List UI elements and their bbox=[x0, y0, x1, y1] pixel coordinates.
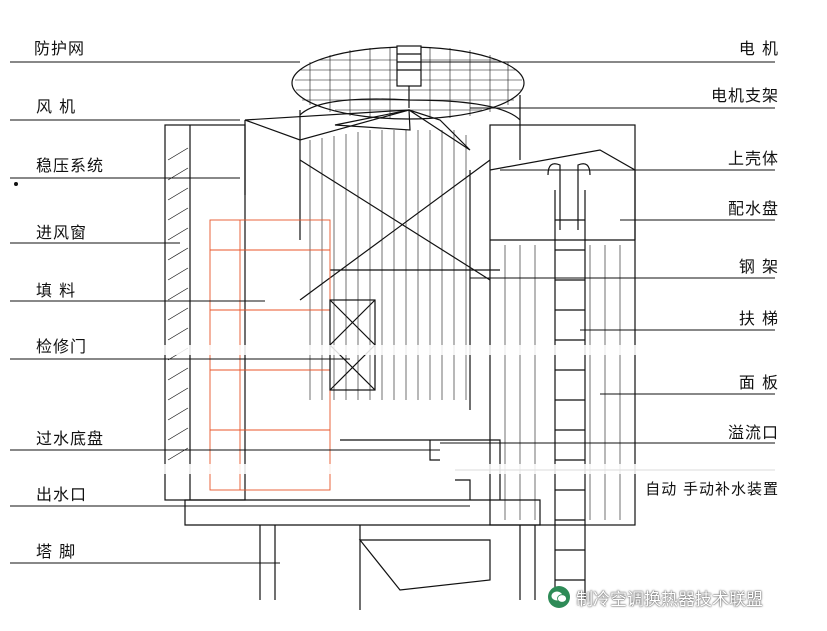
label-motor: 电 机 bbox=[738, 39, 779, 58]
label-fan: 风 机 bbox=[36, 97, 77, 116]
label-air-inlet-louver: 进风窗 bbox=[36, 223, 88, 242]
watermark-text: 制冷空调换热器技术联盟 bbox=[576, 589, 763, 610]
label-water-outlet: 出水口 bbox=[36, 485, 88, 504]
wechat-icon bbox=[548, 586, 570, 608]
louver-slats bbox=[167, 147, 189, 461]
label-tower-foot: 塔 脚 bbox=[36, 542, 77, 561]
fan-blade bbox=[244, 109, 410, 141]
label-distribution-pan: 配水盘 bbox=[727, 199, 779, 218]
motor-body bbox=[396, 45, 422, 87]
label-fill: 填 料 bbox=[36, 281, 77, 300]
label-protective-net: 防护网 bbox=[34, 39, 86, 58]
label-water-basin: 过水底盘 bbox=[36, 429, 105, 448]
watermark: 制冷空调换热器技术联盟 bbox=[548, 584, 763, 610]
label-pressure-system: 稳压系统 bbox=[36, 156, 105, 175]
label-overflow: 溢流口 bbox=[727, 423, 779, 442]
right-ribs bbox=[504, 245, 621, 520]
right-casing bbox=[489, 124, 636, 526]
label-steel-frame: 钢 架 bbox=[738, 257, 779, 276]
left-casing bbox=[164, 124, 246, 501]
label-makeup-device: 自动 手动补水装置 bbox=[645, 480, 779, 498]
label-ladder: 扶 梯 bbox=[738, 309, 779, 328]
label-motor-bracket: 电机支架 bbox=[710, 86, 779, 105]
ladder-drawing bbox=[547, 163, 591, 600]
left-leaders bbox=[10, 61, 470, 564]
label-panel: 面 板 bbox=[738, 373, 779, 392]
basin-drawing bbox=[184, 499, 541, 526]
label-access-door: 检修门 bbox=[36, 337, 88, 356]
label-upper-shell: 上壳体 bbox=[727, 149, 779, 168]
right-leaders bbox=[420, 61, 775, 471]
fan-guard-mesh bbox=[295, 47, 522, 119]
center-ribs bbox=[309, 130, 467, 400]
